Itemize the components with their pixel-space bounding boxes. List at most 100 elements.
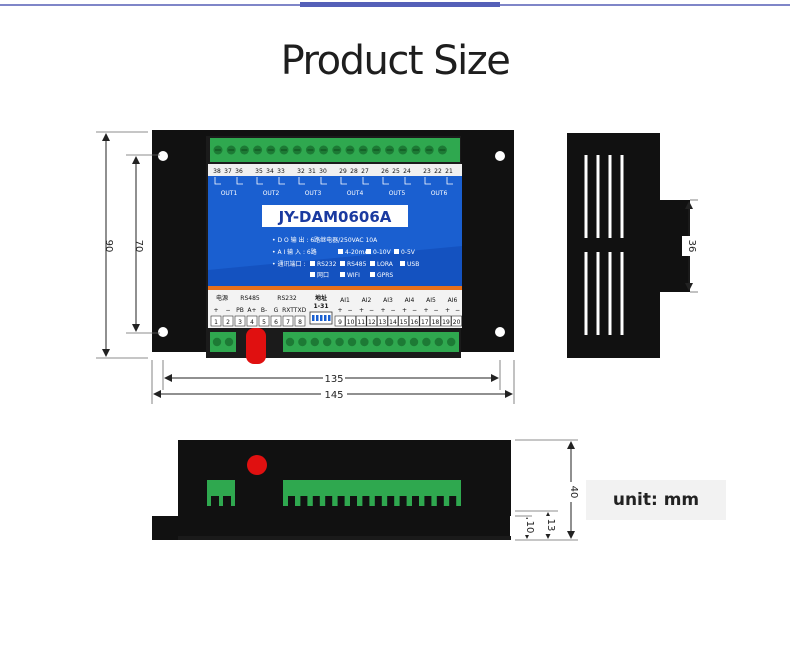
pin-number: 6 xyxy=(274,319,278,326)
pin-number: 11 xyxy=(357,319,365,326)
terminal-screw xyxy=(385,337,394,347)
dim-width-135: 135 xyxy=(324,374,343,385)
pin-number: 13 xyxy=(379,319,387,326)
io-terminal-side xyxy=(283,480,461,506)
ai-sign: − xyxy=(390,307,395,314)
relay-pin-number: 26 xyxy=(381,168,389,175)
accent-stripe xyxy=(208,286,462,290)
ai-label: AI4 xyxy=(405,297,415,304)
page-title: Product Size xyxy=(280,38,511,84)
relay-pin-number: 38 xyxy=(213,168,221,175)
pin-number: 8 xyxy=(298,319,302,326)
pin-number: 19 xyxy=(442,319,450,326)
ai-sign: − xyxy=(347,307,352,314)
ai-label: AI6 xyxy=(448,297,458,304)
relay-pin-number: 28 xyxy=(350,168,358,175)
pin-number: 4 xyxy=(250,319,254,326)
pin-number: 14 xyxy=(389,319,397,326)
ai-sign: + xyxy=(337,307,342,314)
relay-pin-number: 23 xyxy=(423,168,431,175)
ai-sign: − xyxy=(369,307,374,314)
spec-comm-option: LORA xyxy=(377,261,394,268)
ai-label: AI1 xyxy=(340,297,350,304)
dim-foot-13: 13 xyxy=(545,519,556,532)
ai-sign: + xyxy=(423,307,428,314)
output-label: OUT4 xyxy=(347,190,364,197)
terminal-screw xyxy=(409,337,419,347)
terminal-screw xyxy=(285,337,295,347)
rs485-label: RS485 xyxy=(240,295,260,302)
pin-name: G xyxy=(274,307,279,314)
front-dimensions: 90 70 135 145 xyxy=(96,131,515,404)
spec-ai-option: 4-20mA xyxy=(345,249,369,256)
relay-pin-number: 33 xyxy=(277,168,285,175)
ai-sign: + xyxy=(359,307,364,314)
ai-sign: + xyxy=(380,307,385,314)
spec-comm-option: RS485 xyxy=(347,261,367,268)
antenna xyxy=(246,328,266,364)
ai-sign: + xyxy=(402,307,407,314)
mount-hole-tl xyxy=(158,151,168,161)
spec-ai-option: 0-5V xyxy=(401,249,416,256)
terminal-screw xyxy=(422,337,431,347)
pin-number: 18 xyxy=(432,319,440,326)
relay-pin-number: 27 xyxy=(361,168,369,175)
spec-ai-option: 0-10V xyxy=(373,249,392,256)
ai-label: AI5 xyxy=(426,297,436,304)
ai-label: AI3 xyxy=(383,297,393,304)
ai-sign: − xyxy=(455,307,460,314)
relay-pin-number: 30 xyxy=(319,168,327,175)
ai-label: AI2 xyxy=(362,297,372,304)
dim-height-90: 90 xyxy=(103,240,114,253)
pin-name: + xyxy=(213,307,218,314)
spec-comm-option: 网口 xyxy=(317,272,329,279)
dim-foot-10: 10 xyxy=(524,521,535,534)
relay-pin-number: 34 xyxy=(266,168,274,175)
relay-pin-number: 35 xyxy=(255,168,263,175)
terminal-screw xyxy=(397,337,406,347)
output-label: OUT1 xyxy=(221,190,238,197)
power-label: 电源 xyxy=(216,294,228,302)
pin-number: 20 xyxy=(453,319,461,326)
model-name: JY-DAM0606A xyxy=(278,208,392,226)
spec-do: • D O 输 出 : 6路继电器/250VAC 10A xyxy=(272,236,378,244)
relay-pin-number: 25 xyxy=(392,168,400,175)
dim-height-70: 70 xyxy=(133,240,144,253)
relay-pin-number: 24 xyxy=(403,168,411,175)
spec-comm-option: USB xyxy=(407,261,419,268)
terminal-screw xyxy=(335,337,344,347)
unit-label: unit: mm xyxy=(586,480,726,520)
mount-hole-tr xyxy=(495,151,505,161)
address-range: 1-31 xyxy=(313,303,328,310)
antenna-top xyxy=(247,455,267,475)
output-label: OUT5 xyxy=(389,190,406,197)
terminal-screw xyxy=(298,337,307,347)
ai-sign: − xyxy=(433,307,438,314)
terminal-screw xyxy=(224,337,234,347)
relay-pin-number: 22 xyxy=(434,168,442,175)
pin-number: 10 xyxy=(347,319,355,326)
terminal-screw xyxy=(372,337,381,347)
power-terminal xyxy=(210,332,236,352)
dim-width-145: 145 xyxy=(324,390,343,401)
model-box xyxy=(262,205,408,227)
ai-sign: − xyxy=(412,307,417,314)
terminal-screw xyxy=(212,337,222,347)
relay-pin-number: 37 xyxy=(224,168,232,175)
pin-number: 2 xyxy=(226,319,230,326)
pin-number: 1 xyxy=(214,319,218,326)
mount-hole-br xyxy=(495,327,505,337)
spec-comm-option: RS232 xyxy=(317,261,337,268)
address-label: 地址 xyxy=(315,294,327,302)
ai-sign: + xyxy=(445,307,450,314)
output-label: OUT2 xyxy=(263,190,280,197)
terminal-screw xyxy=(323,337,332,347)
dim-side-36: 36 xyxy=(686,240,697,253)
bottom-dimensions: 40 13 10 xyxy=(515,439,579,541)
terminal-screw xyxy=(434,337,443,347)
pin-number: 15 xyxy=(400,319,408,326)
pin-number: 9 xyxy=(338,319,342,326)
terminal-screw xyxy=(347,337,357,347)
